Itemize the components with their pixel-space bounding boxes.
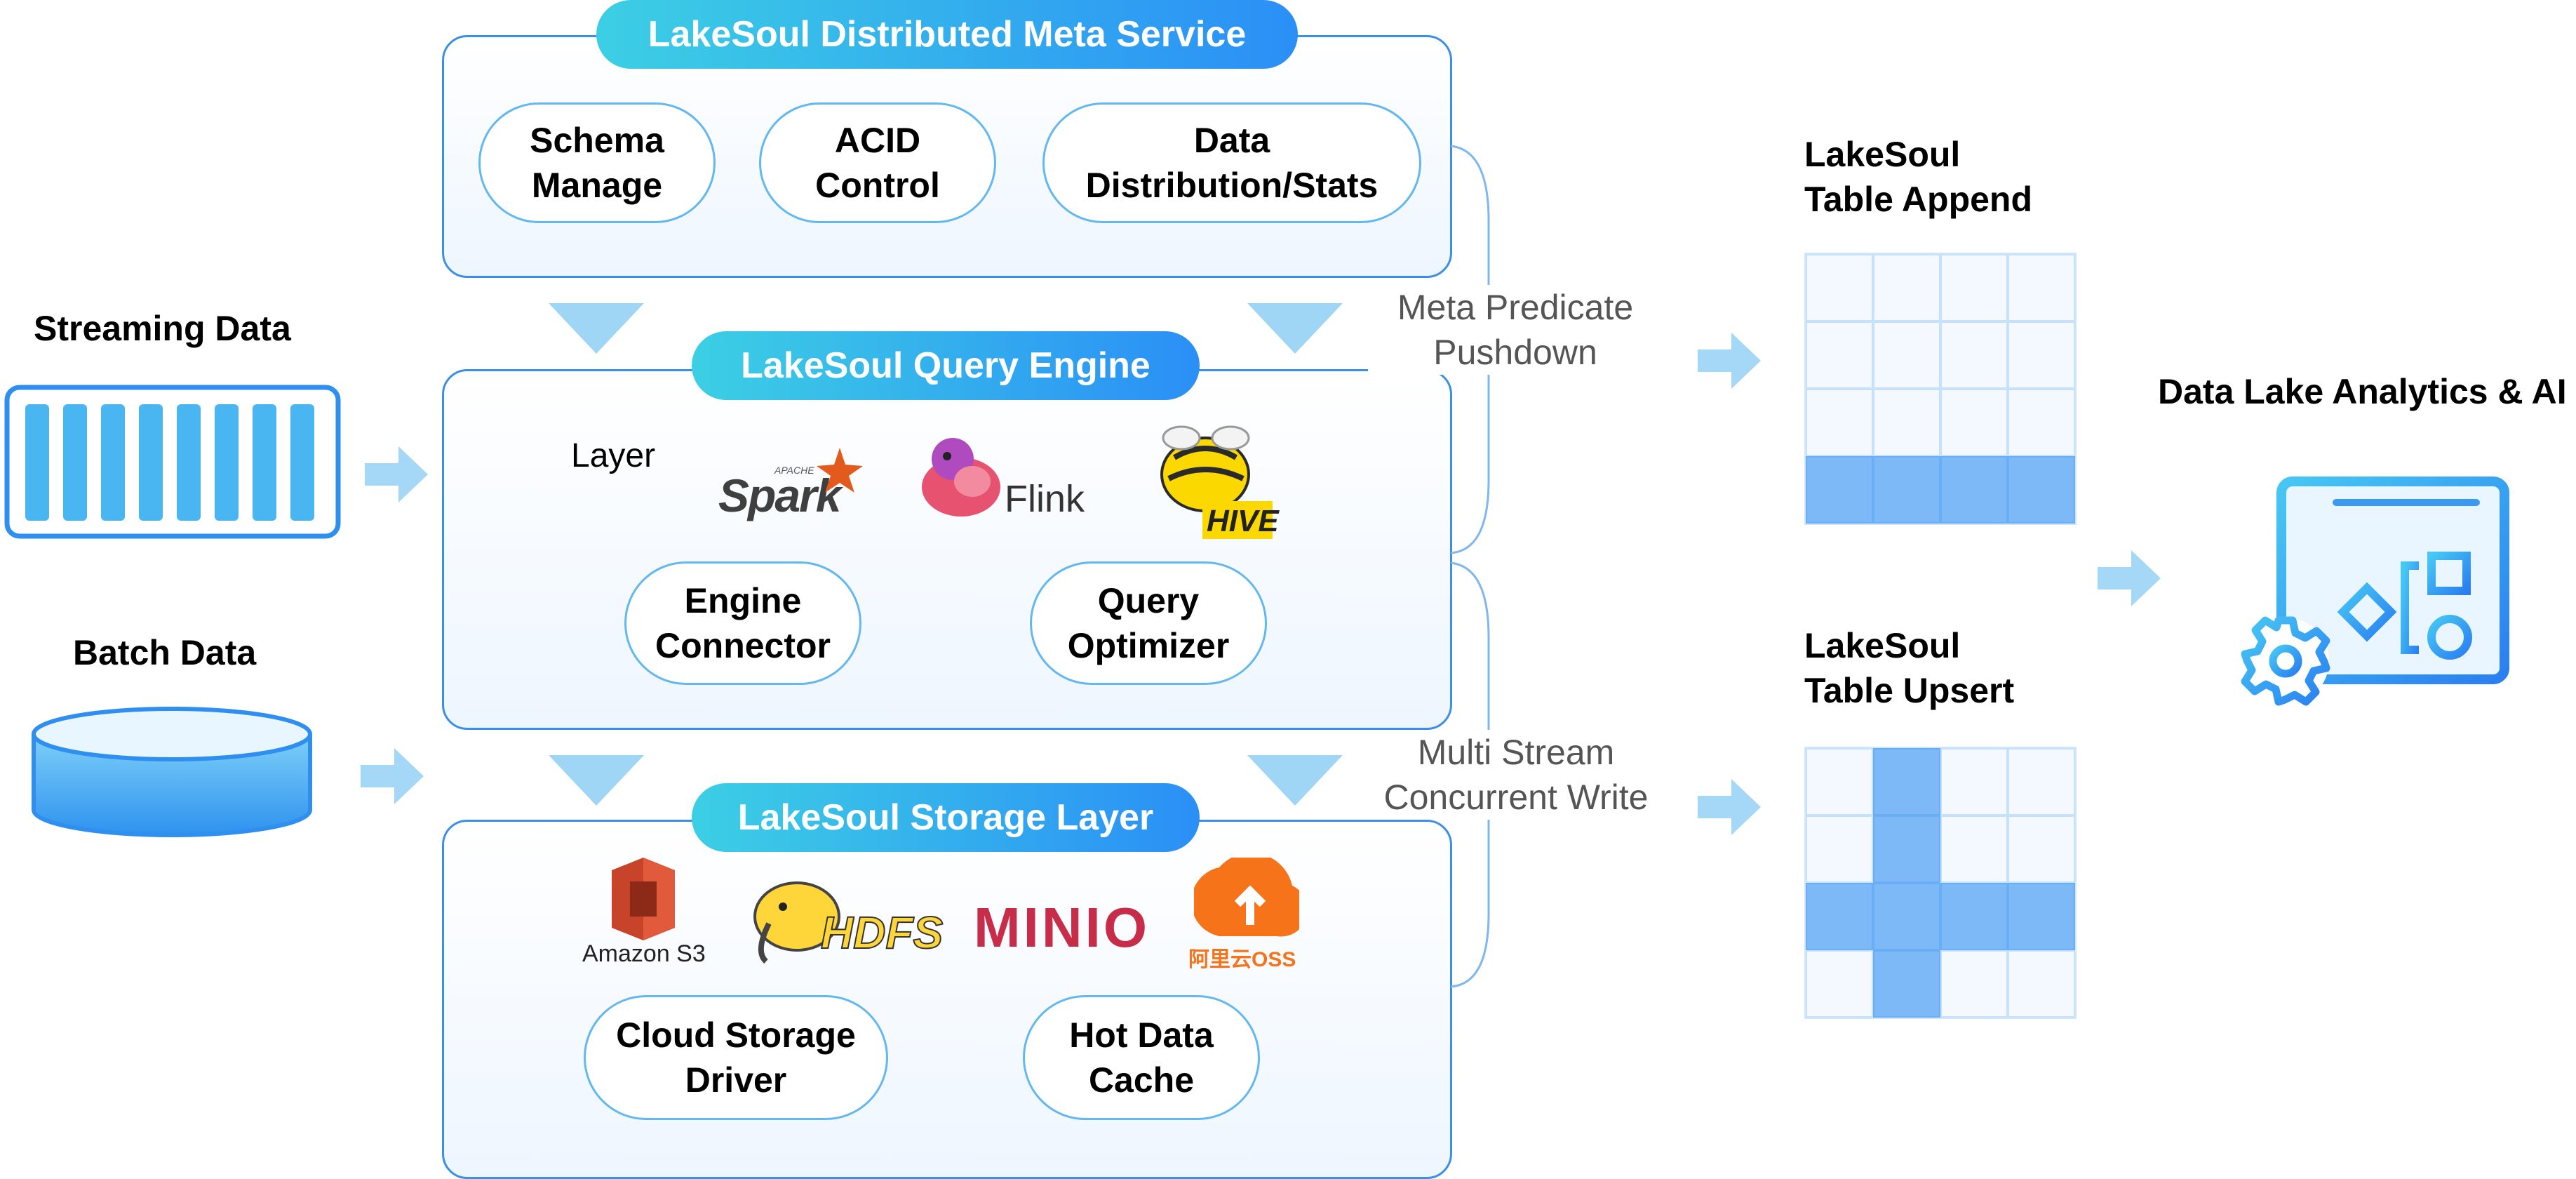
meta-predicate-pushdown-label: Meta Predicate Pushdown (1368, 285, 1663, 375)
hive-bee-icon (1160, 425, 1273, 539)
grid-cell-highlight (2008, 456, 2075, 524)
streaming-data-icon (4, 385, 341, 539)
data-distribution-stats-box: Data Distribution/Stats (1042, 102, 1421, 223)
grid-cell-highlight (1873, 748, 1940, 815)
spark-apache-text: APACHE (774, 465, 814, 476)
grid-cell (1940, 321, 2008, 389)
arrow-down-icon (549, 755, 644, 806)
grid-cell-highlight (1806, 456, 1873, 524)
grid-cell-highlight (1873, 883, 1940, 950)
hot-data-cache-box: Hot Data Cache (1023, 995, 1260, 1120)
schema-manage-box: Schema Manage (478, 102, 716, 223)
spark-text: Spark (718, 469, 841, 521)
grid-cell (2008, 321, 2075, 389)
grid-cell-highlight (1873, 456, 1940, 524)
grid-cell (1940, 950, 2008, 1018)
analytics-dashboard-icon (2241, 477, 2509, 706)
grid-cell-highlight (1873, 815, 1940, 883)
grid-cell (1806, 950, 1873, 1018)
streaming-data-label: Streaming Data (34, 309, 291, 348)
batch-data-icon (32, 707, 312, 837)
aliyun-oss-icon (1194, 858, 1299, 937)
meta-service-title: LakeSoul Distributed Meta Service (596, 0, 1298, 69)
multi-stream-write-label: Multi Stream Concurrent Write (1365, 730, 1667, 820)
arrow-right-icon (365, 446, 428, 502)
arrow-down-icon (1247, 755, 1343, 806)
arrow-down-icon (1247, 303, 1343, 354)
grid-cell (1940, 748, 2008, 815)
grid-cell-highlight (2008, 883, 2075, 950)
grid-cell (2008, 389, 2075, 456)
table-append-label: LakeSoul Table Append (1804, 135, 2032, 219)
aliyun-oss-logo: 阿里云OSS (1188, 858, 1315, 977)
grid-cell (1940, 254, 2008, 321)
hive-logo: HIVE (1153, 425, 1280, 545)
grid-cell (1873, 321, 1940, 389)
arrow-right-icon (1698, 779, 1761, 835)
arrow-right-icon (361, 748, 424, 804)
grid-cell (2008, 950, 2075, 1018)
amazon-s3-text: Amazon S3 (582, 940, 706, 967)
grid-cell (2008, 815, 2075, 883)
grid-cell-highlight (1940, 456, 2008, 524)
grid-cell (2008, 748, 2075, 815)
grid-cell (2008, 254, 2075, 321)
hive-text: HIVE (1207, 504, 1279, 538)
grid-cell (1806, 321, 1873, 389)
grid-cell-highlight (1940, 883, 2008, 950)
arrow-right-icon (1698, 333, 1761, 389)
spark-logo: APACHE Spark (718, 444, 866, 521)
flink-logo: Flink (915, 431, 1097, 524)
arrow-down-icon (549, 303, 644, 354)
grid-cell (1873, 389, 1940, 456)
table-append-grid (1804, 253, 2077, 525)
amazon-s3-icon (612, 858, 675, 940)
table-upsert-label: LakeSoul Table Upsert (1804, 626, 2015, 710)
hadoop-elephant-icon (753, 881, 840, 964)
engine-connector-box: Engine Connector (624, 561, 861, 685)
acid-control-box: ACID Control (759, 102, 996, 223)
analytics-label: Data Lake Analytics & AI (2158, 372, 2567, 411)
grid-cell (1806, 254, 1873, 321)
hdfs-text: HDFS (820, 907, 944, 959)
query-engine-panel (442, 369, 1452, 730)
minio-logo: MINIO (974, 895, 1177, 959)
grid-cell-highlight (1873, 950, 1940, 1018)
storage-layer-title: LakeSoul Storage Layer (692, 783, 1200, 852)
spark-star-icon (817, 448, 863, 493)
table-upsert-grid (1804, 747, 2077, 1019)
grid-cell-highlight (1806, 883, 1873, 950)
grid-cell (1940, 389, 2008, 456)
flink-squirrel-icon (922, 438, 1000, 517)
query-optimizer-box: Query Optimizer (1030, 561, 1267, 685)
amazon-s3-logo: Amazon S3 (575, 858, 716, 970)
grid-cell (1806, 748, 1873, 815)
minio-text: MINIO (974, 896, 1151, 959)
batch-data-label: Batch Data (73, 633, 257, 672)
grid-cell (1806, 389, 1873, 456)
arrow-right-icon (2098, 550, 2161, 606)
hdfs-logo: HDFS (748, 874, 951, 966)
layer-label: Layer (571, 437, 656, 474)
query-engine-title: LakeSoul Query Engine (692, 331, 1200, 400)
grid-cell (1806, 815, 1873, 883)
grid-cell (1940, 815, 2008, 883)
aliyun-oss-text: 阿里云OSS (1188, 948, 1296, 971)
flink-text: Flink (1005, 478, 1085, 520)
cloud-storage-driver-box: Cloud Storage Driver (584, 995, 888, 1120)
grid-cell (1873, 254, 1940, 321)
